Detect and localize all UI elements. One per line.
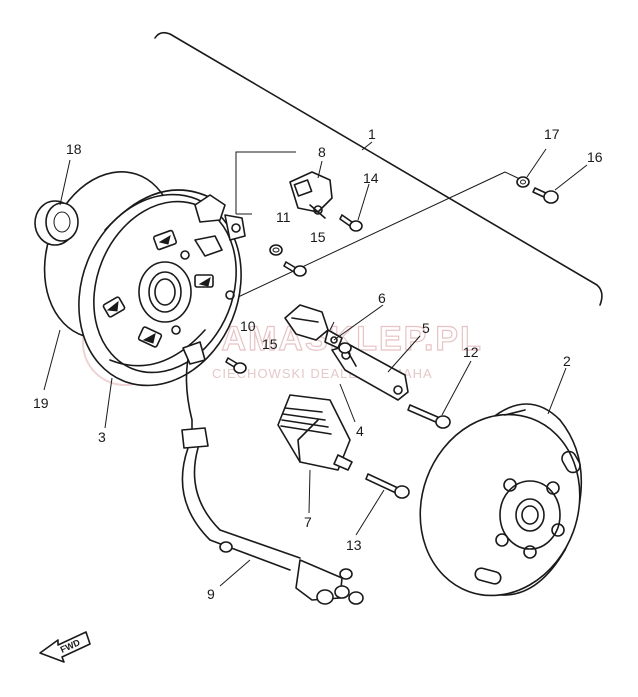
wire-harness xyxy=(181,341,364,605)
callout-8: 8 xyxy=(318,144,326,160)
callout-12: 12 xyxy=(463,344,479,360)
callout-3: 3 xyxy=(98,429,106,445)
callout-10: 10 xyxy=(240,318,256,334)
callout-6: 6 xyxy=(378,290,386,306)
callout-leaders xyxy=(43,141,588,587)
callout-7: 7 xyxy=(304,514,312,530)
fwd-arrow-icon: FWD xyxy=(39,631,91,663)
callout-4: 4 xyxy=(356,423,364,439)
callout-15-upper: 15 xyxy=(310,229,326,245)
callout-17: 17 xyxy=(544,126,560,142)
callout-5: 5 xyxy=(422,320,430,336)
pickup-coil xyxy=(289,171,333,219)
washer-11 xyxy=(269,244,283,256)
rotor-flywheel xyxy=(419,403,583,597)
callouts: 1 2 3 4 5 6 7 8 9 10 11 12 13 14 15 15 1… xyxy=(33,126,603,602)
stator-assembly xyxy=(78,189,246,387)
screw-14 xyxy=(339,214,363,232)
callout-14: 14 xyxy=(363,170,379,186)
screw-15-upper xyxy=(283,261,307,277)
bolt-13 xyxy=(365,473,410,499)
callout-13: 13 xyxy=(346,537,362,553)
callout-19: 19 xyxy=(33,395,49,411)
oil-seal xyxy=(34,200,79,246)
screw-4 xyxy=(338,342,357,367)
callout-15-lower: 15 xyxy=(262,336,278,352)
callout-2: 2 xyxy=(563,353,571,369)
assembly-bracket xyxy=(154,31,603,306)
callout-18: 18 xyxy=(66,141,82,157)
condenser-bracket xyxy=(284,304,343,349)
washer-17 xyxy=(516,176,530,188)
callout-16: 16 xyxy=(587,149,603,165)
callout-1: 1 xyxy=(368,126,376,142)
regulator-unit xyxy=(277,394,353,471)
bolt-12 xyxy=(407,404,451,429)
screw-15-lower xyxy=(225,357,247,374)
bolt-16 xyxy=(532,187,559,204)
callout-9: 9 xyxy=(207,586,215,602)
callout-11: 11 xyxy=(276,209,291,225)
